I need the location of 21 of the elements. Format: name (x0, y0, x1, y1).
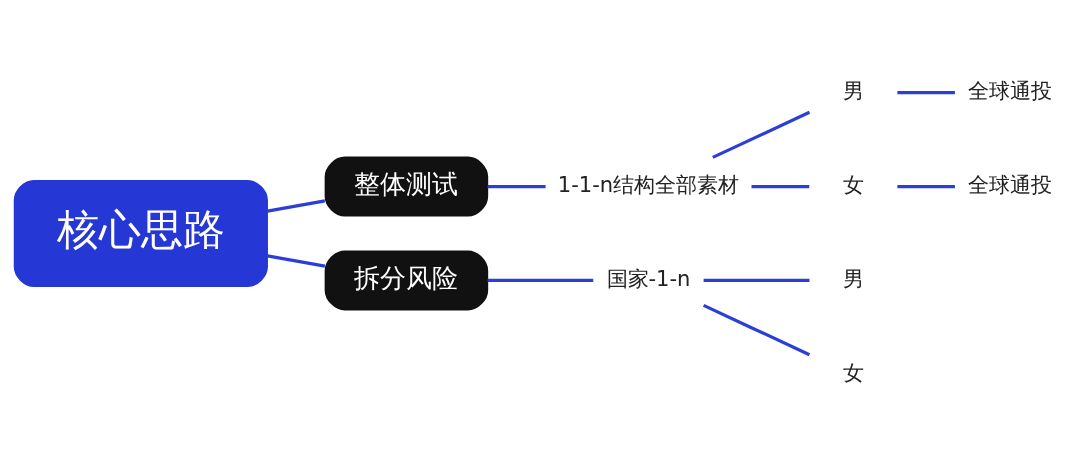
connector (897, 184, 955, 189)
node-text: 全球通投 (968, 172, 1053, 198)
node-text: 国家-1-n (606, 265, 691, 291)
node-text: 女 (842, 359, 864, 385)
connector (897, 91, 955, 95)
connector (703, 278, 810, 283)
node-text: 男 (842, 265, 864, 291)
connector (487, 278, 594, 283)
node-text: 1-1-n结构全部素材 (557, 172, 740, 198)
connector (267, 199, 326, 213)
connector (751, 184, 810, 189)
connector (702, 303, 811, 357)
node-text: 全球通投 (968, 78, 1053, 104)
node-text: 男 (842, 78, 864, 104)
connector (487, 184, 546, 189)
node-box: 整体测试 (324, 156, 489, 217)
connector (712, 110, 811, 159)
node-box: 核心思路 (13, 180, 268, 287)
connector (267, 254, 326, 268)
node-text: 女 (842, 172, 864, 198)
node-box: 拆分风险 (324, 250, 489, 311)
